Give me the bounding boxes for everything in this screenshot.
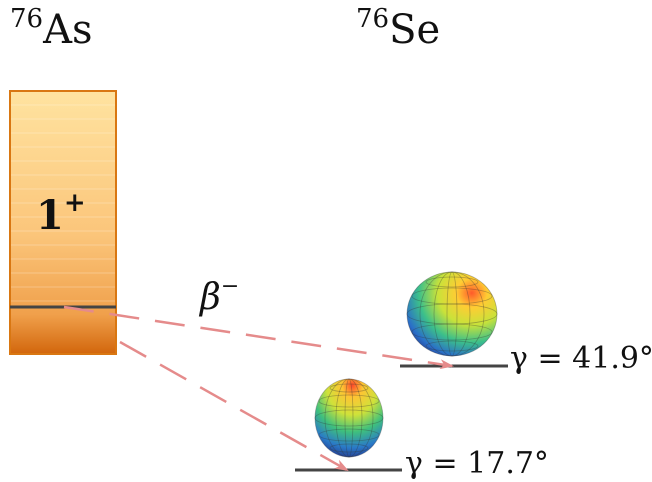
daughter-nucleus-label: 76Se [356,6,441,53]
gamma-label-upper: γ = 41.9° [510,341,652,376]
parity-sign: + [63,188,86,218]
spin-value: 1 [36,192,64,239]
decay-arrow-upper [63,305,454,370]
decay-sign: − [220,274,240,299]
parent-symbol: As [43,7,93,53]
gamma-label-lower: γ = 17.7° [405,446,549,481]
daughter-mass-number: 76 [356,4,390,34]
spin-parity-label: 1+ [36,190,86,236]
daughter-symbol: Se [389,7,441,53]
nucleus-shape-upper [406,271,498,357]
nucleus-shape-lower [314,378,384,458]
decay-symbol: β [200,277,221,318]
parent-nucleus-label: 76As [10,6,93,53]
parent-mass-number: 76 [10,4,44,34]
decay-mode-label: β− [200,276,239,318]
parent-box-bands [11,104,115,302]
decay-arrow-lower [119,340,349,472]
parent-level-box [9,90,117,355]
